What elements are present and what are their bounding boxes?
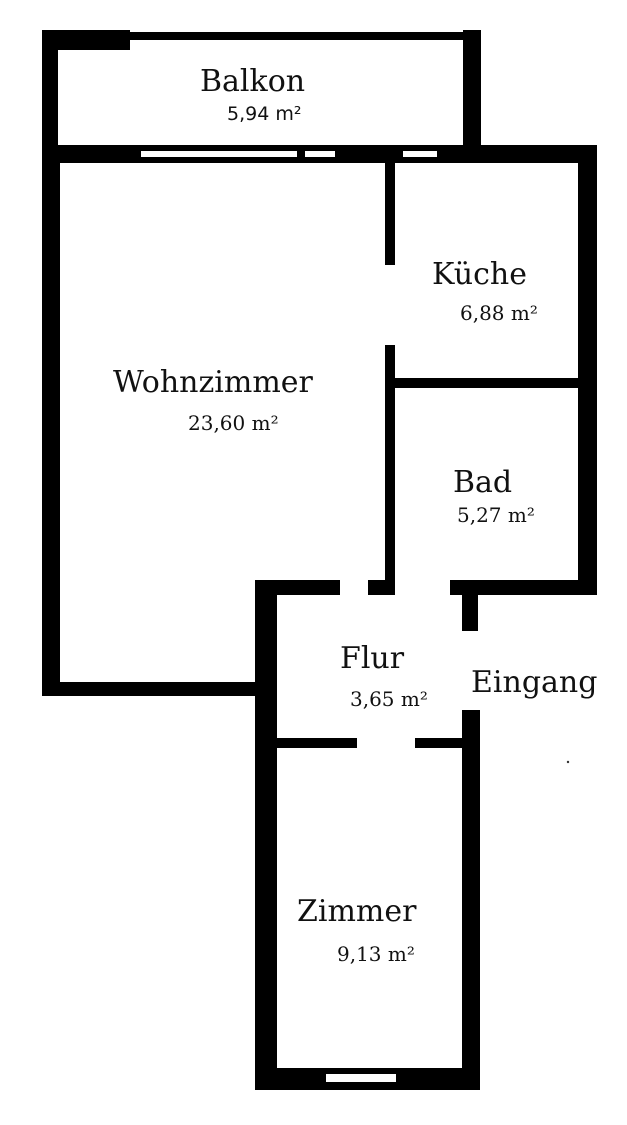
flur-top-wall-stub bbox=[368, 580, 395, 595]
eingang-wall-upper bbox=[462, 595, 478, 631]
balkon-left-wall bbox=[42, 30, 58, 160]
balkon-area: 5,94 m² bbox=[227, 103, 301, 125]
eingang-label: Eingang bbox=[471, 665, 597, 700]
wohnzimmer-area: 23,60 m² bbox=[188, 411, 279, 435]
balcony-window-1 bbox=[139, 149, 299, 159]
right-wall-upper bbox=[578, 145, 597, 595]
balkon-top-wall bbox=[42, 30, 130, 50]
zimmer-area: 9,13 m² bbox=[337, 942, 415, 966]
balkon-walls bbox=[42, 30, 481, 160]
flur-label: Flur bbox=[340, 641, 405, 676]
flur-left-wall bbox=[255, 580, 277, 1090]
kueche-area: 6,88 m² bbox=[460, 301, 538, 325]
balcony-window-2 bbox=[303, 149, 337, 159]
flur-area: 3,65 m² bbox=[350, 687, 428, 711]
bad-left-wall bbox=[385, 385, 395, 595]
kueche-label: Küche bbox=[432, 257, 527, 292]
wohnzimmer-left-wall bbox=[42, 145, 60, 695]
bad-label: Bad bbox=[453, 465, 512, 500]
stray-dot bbox=[566, 760, 570, 764]
wohnzimmer-bottom-wall bbox=[42, 682, 266, 696]
balkon-right-wall bbox=[463, 30, 481, 155]
balkon-label: Balkon bbox=[200, 64, 305, 99]
flur-zimmer-wall-left bbox=[275, 738, 357, 748]
wohnzimmer-label: Wohnzimmer bbox=[113, 365, 314, 400]
zimmer-label: Zimmer bbox=[297, 894, 417, 929]
kueche-bad-wall bbox=[385, 378, 585, 388]
zimmer-window bbox=[324, 1072, 398, 1084]
bad-area: 5,27 m² bbox=[457, 503, 535, 527]
balcony-window-3 bbox=[401, 149, 439, 159]
outer-walls bbox=[42, 145, 597, 696]
flur-walls bbox=[255, 580, 478, 1090]
zimmer-right-wall bbox=[462, 710, 480, 1090]
bad-bottom-wall-right bbox=[450, 580, 597, 595]
zimmer-walls bbox=[255, 710, 480, 1090]
kueche-left-wall-upper bbox=[385, 155, 395, 265]
flur-zimmer-wall-right bbox=[415, 738, 465, 748]
balkon-top-rail bbox=[130, 32, 463, 40]
kueche-left-wall-lower bbox=[385, 345, 395, 385]
inner-walls bbox=[385, 155, 585, 595]
balcony-door-wall bbox=[42, 145, 597, 163]
